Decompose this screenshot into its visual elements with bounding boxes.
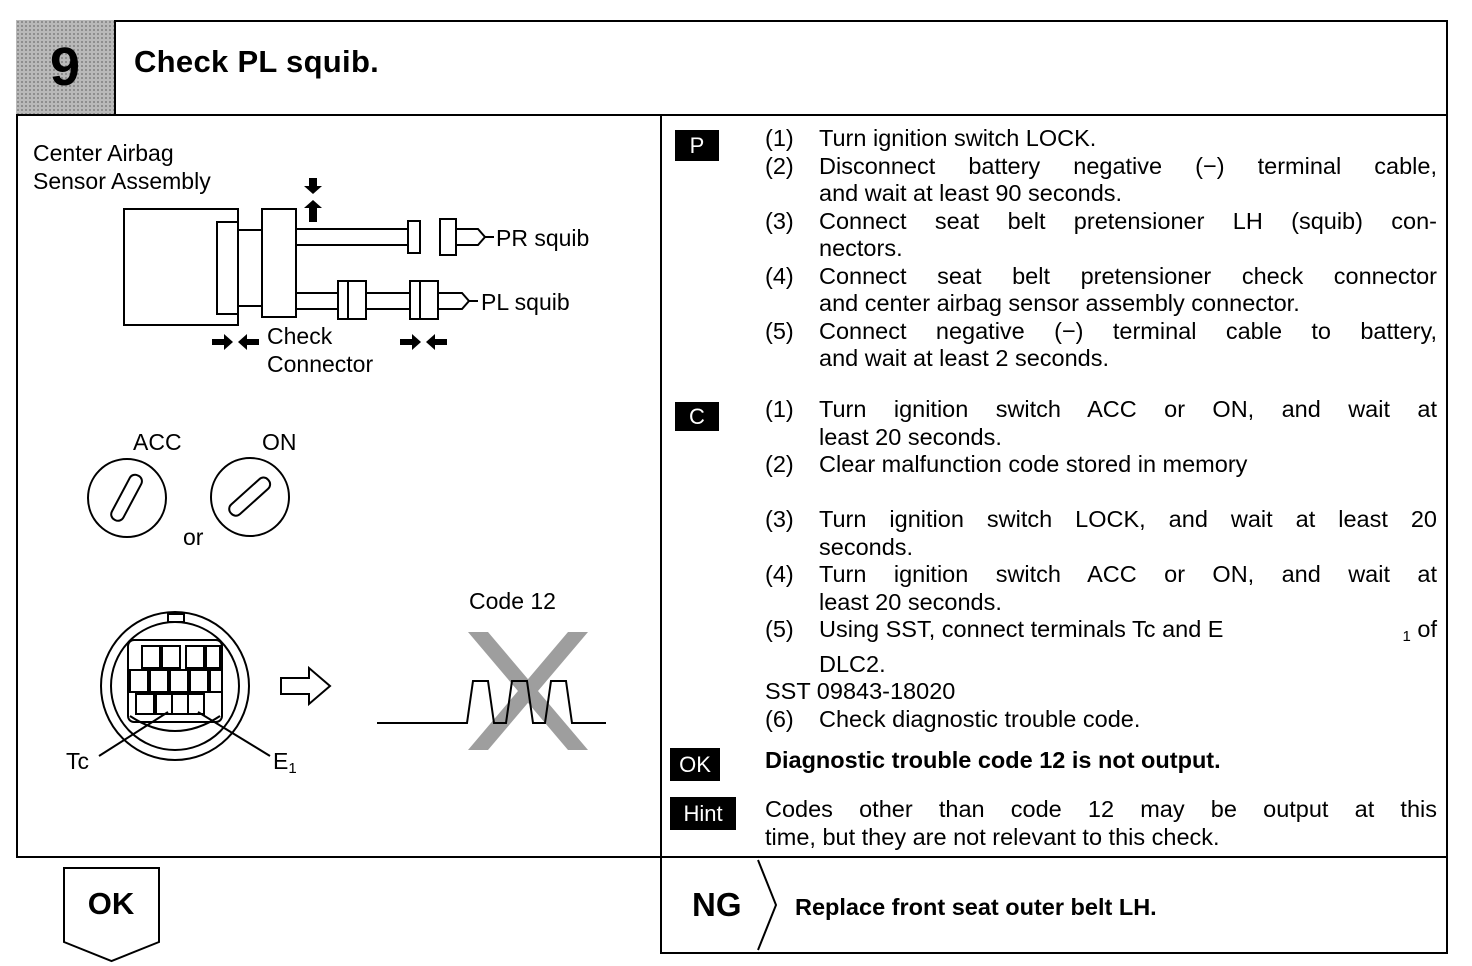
hint-badge: Hint (670, 797, 736, 830)
or-label: or (183, 524, 204, 550)
arrow-icons (212, 178, 447, 350)
step-number-box (16, 20, 116, 114)
acc-key-cylinder-icon (87, 458, 167, 538)
list-item: and wait at least 2 seconds. (819, 345, 1110, 371)
pl-connector-a (337, 280, 367, 320)
list-item: (3)Turn ignition switch LOCK, and wait a… (765, 506, 1437, 532)
list-item: (6)Check diagnostic trouble code. (765, 705, 1141, 732)
on-key-cylinder-icon (210, 457, 290, 537)
acc-label: ACC (133, 429, 182, 455)
dlc2-connector-icon (98, 611, 271, 761)
pr-squib-label: PR squib (496, 225, 590, 251)
arrow-right-icon (400, 334, 421, 350)
on-label: ON (262, 429, 297, 455)
check-connector-line2: Connector (267, 351, 374, 377)
arrow-down-icon (304, 178, 322, 194)
list-item: least 20 seconds. (819, 588, 1002, 615)
pl-connector-b (409, 280, 439, 320)
ok-footer-label: OK (87, 886, 135, 921)
list-item: (4)Connect seat belt pretensioner check … (765, 262, 1437, 289)
ng-action-text: Replace front seat outer belt LH. (795, 894, 1157, 920)
list-item: DLC2. (819, 650, 886, 677)
ng-label: NG (692, 886, 742, 923)
list-item: (4)Turn ignition switch ACC or ON, and w… (765, 561, 1437, 587)
code-label: Code 12 (469, 588, 556, 614)
hint-text: Codes other than code 12 may be output a… (765, 796, 1437, 850)
arrow-up-icon (304, 200, 322, 222)
list-item: (1)Turn ignition switch LOCK. (765, 125, 1097, 151)
ng-box (660, 856, 1448, 954)
e1-label: E1 (273, 748, 297, 777)
c-badge: C (675, 402, 719, 431)
tc-label: Tc (66, 748, 89, 774)
ok-tag-icon (63, 867, 160, 963)
ng-divider-icon (757, 859, 778, 951)
list-item: (5)Using SST, connect terminals Tc and E… (765, 616, 1437, 645)
hollow-arrow-icon (280, 665, 332, 707)
check-connector-line1: Check (267, 323, 333, 349)
sensor-label-line1: Center Airbag (33, 140, 174, 166)
list-item: and center airbag sensor assembly connec… (819, 290, 1300, 316)
list-item: (3)Connect seat belt pretensioner LH (sq… (765, 207, 1437, 234)
sst-line: SST 09843-18020 (765, 678, 956, 704)
pl-squib-label: PL squib (481, 289, 570, 315)
p-step-list: (1)Turn ignition switch LOCK. (2)Disconn… (765, 125, 1437, 373)
page-title: Check PL squib. (134, 44, 380, 79)
c-step-list-cont: (3)Turn ignition switch LOCK, and wait a… (765, 506, 1437, 733)
ok-result-text: Diagnostic trouble code 12 is not output… (765, 747, 1221, 773)
check-connector-block (261, 208, 297, 318)
list-item: and wait at least 90 seconds. (819, 180, 1123, 206)
list-item: (5)Connect negative (−) terminal cable t… (765, 317, 1437, 344)
list-item: least 20 seconds. (819, 423, 1002, 450)
c-step-list: (1)Turn ignition switch ACC or ON, and w… (765, 396, 1437, 479)
list-item: seconds. (819, 533, 914, 560)
arrow-left-icon (426, 334, 447, 350)
list-item: (1)Turn ignition switch ACC or ON, and w… (765, 396, 1437, 422)
pr-connector-a (407, 220, 421, 254)
sensor-label-line2: Sensor Assembly (33, 168, 211, 194)
sensor-connector (216, 221, 239, 315)
step-number: 9 (49, 37, 81, 97)
pr-connector-b (439, 218, 457, 256)
p-badge: P (675, 130, 719, 161)
list-item: (2)Clear malfunction code stored in memo… (765, 451, 1248, 477)
ok-badge: OK (670, 748, 720, 781)
arrow-right-icon (212, 334, 233, 350)
list-item: nectors. (819, 235, 903, 261)
code-12-waveform (377, 680, 606, 724)
list-item: (2)Disconnect battery negative (−) termi… (765, 152, 1437, 179)
wiring-diagram (87, 178, 606, 761)
arrow-left-icon (238, 334, 259, 350)
